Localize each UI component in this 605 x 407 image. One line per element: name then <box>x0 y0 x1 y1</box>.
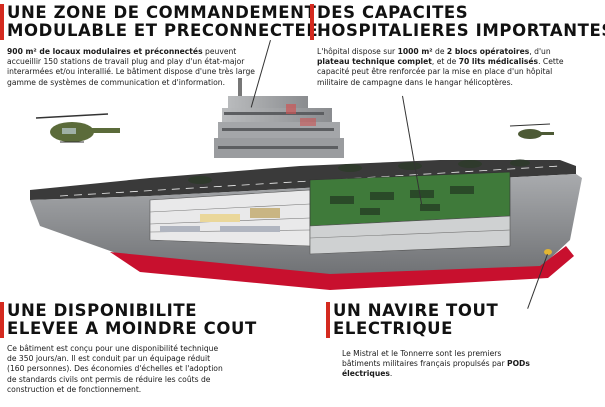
text-run: . <box>389 369 393 379</box>
hospital-heading-line-1: DES CAPACITES <box>317 3 469 22</box>
flight-deck <box>30 160 576 200</box>
text-run: L'hôpital dispose sur <box>317 47 398 56</box>
hospital-body: L'hôpital dispose sur 1000 m² de 2 blocs… <box>317 47 569 88</box>
text-run: 900 m² de locaux modulaires et préconnec… <box>7 47 203 56</box>
text-run: de <box>432 47 447 56</box>
island-superstructure <box>214 78 344 158</box>
text-run: 1000 m² <box>397 47 433 56</box>
hospital-heading: DES CAPACITES HOSPITALIERES IMPORTANTES <box>317 4 605 40</box>
text-run: peuvent accueillir 150 stations de trava… <box>7 47 255 87</box>
flying-helicopter <box>35 113 120 143</box>
hospital-heading-line-2: HOSPITALIERES IMPORTANTES <box>317 21 605 40</box>
electric-body: Le Mistral et le Tonnerre sont les premi… <box>342 349 542 380</box>
availability-body: Ce bâtiment est conçu pour une disponibi… <box>7 344 225 395</box>
text-run: 70 lits médicalisés <box>458 57 539 67</box>
command-heading-line-2: MODULABLE ET PRECONNECTEE <box>7 21 319 40</box>
hangar-cutaway <box>309 171 511 255</box>
text-run: Le Mistral et le Tonnerre sont les premi… <box>342 349 507 369</box>
accent-bar-command <box>0 4 4 40</box>
command-heading-line-1: UNE ZONE DE COMMANDEMENT <box>7 3 317 22</box>
text-run: PODs électriques <box>342 359 530 379</box>
electric-pod <box>544 249 552 255</box>
availability-heading: UNE DISPONIBILITE ELEVEE A MOINDRE COUT <box>7 302 257 338</box>
text-run: Ce bâtiment est conçu pour une disponibi… <box>7 344 223 394</box>
deck-helicopters <box>188 159 530 184</box>
electric-heading: UN NAVIRE TOUT ELECTRIQUE <box>333 302 498 338</box>
availability-heading-line-2: ELEVEE A MOINDRE COUT <box>7 319 257 338</box>
accent-bar-hospital <box>310 4 314 40</box>
text-run: plateau technique complet <box>317 57 432 67</box>
command-area-cutaway <box>149 189 311 247</box>
hull-underwater <box>110 246 574 290</box>
flying-helicopter-small <box>509 123 554 139</box>
availability-heading-line-1: UNE DISPONIBILITE <box>7 301 198 320</box>
text-run: 2 blocs opératoires <box>446 47 530 56</box>
accent-bar-electric <box>326 302 330 338</box>
text-run: , et de <box>431 57 459 67</box>
command-body: 900 m² de locaux modulaires et préconnec… <box>7 47 265 88</box>
accent-bar-availability <box>0 302 4 338</box>
text-run: , d'un <box>529 47 551 56</box>
electric-heading-line-2: ELECTRIQUE <box>333 319 453 338</box>
electric-heading-line-1: UN NAVIRE TOUT <box>333 301 499 320</box>
text-run: . Cette capacité peut être renforcée par… <box>317 57 564 87</box>
command-heading: UNE ZONE DE COMMANDEMENT MODULABLE ET PR… <box>7 4 318 40</box>
